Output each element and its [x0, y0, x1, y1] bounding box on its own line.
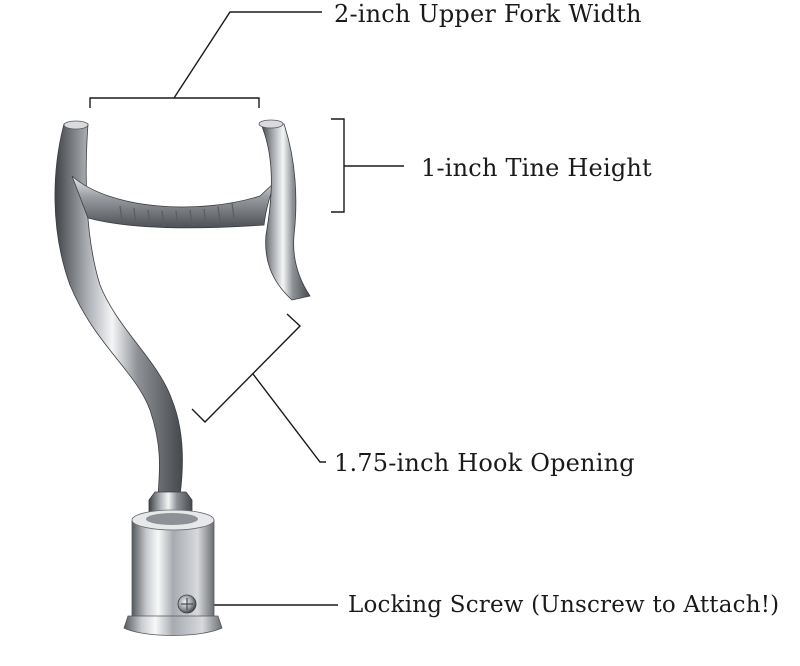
- upper-fork-width-label: 2-inch Upper Fork Width: [334, 0, 642, 28]
- hook-opening-label: 1.75-inch Hook Opening: [334, 449, 635, 477]
- right-tine: [260, 123, 311, 301]
- right-tine-top: [258, 119, 284, 129]
- upper-fork-width-leader: [173, 11, 322, 99]
- left-tine-top: [63, 120, 89, 130]
- locking-screw-label: Locking Screw (Unscrew to Attach!): [348, 592, 780, 618]
- fork-hook-body: [54, 119, 311, 636]
- crossbar: [71, 175, 276, 229]
- dimension-lines: [89, 11, 404, 606]
- base-cylinder: [131, 519, 215, 621]
- hook-opening-bracket: [191, 313, 302, 423]
- tine-height-label: 1-inch Tine Height: [421, 154, 652, 182]
- base-flange: [123, 615, 223, 636]
- locking-screw-slot: [181, 598, 193, 610]
- base-cylinder-bore: [146, 513, 198, 525]
- hook-opening-leader: [252, 373, 326, 463]
- upper-fork-width-bracket: [89, 97, 260, 108]
- tine-height-bracket: [331, 118, 345, 213]
- crossbar-ridges: [119, 202, 235, 228]
